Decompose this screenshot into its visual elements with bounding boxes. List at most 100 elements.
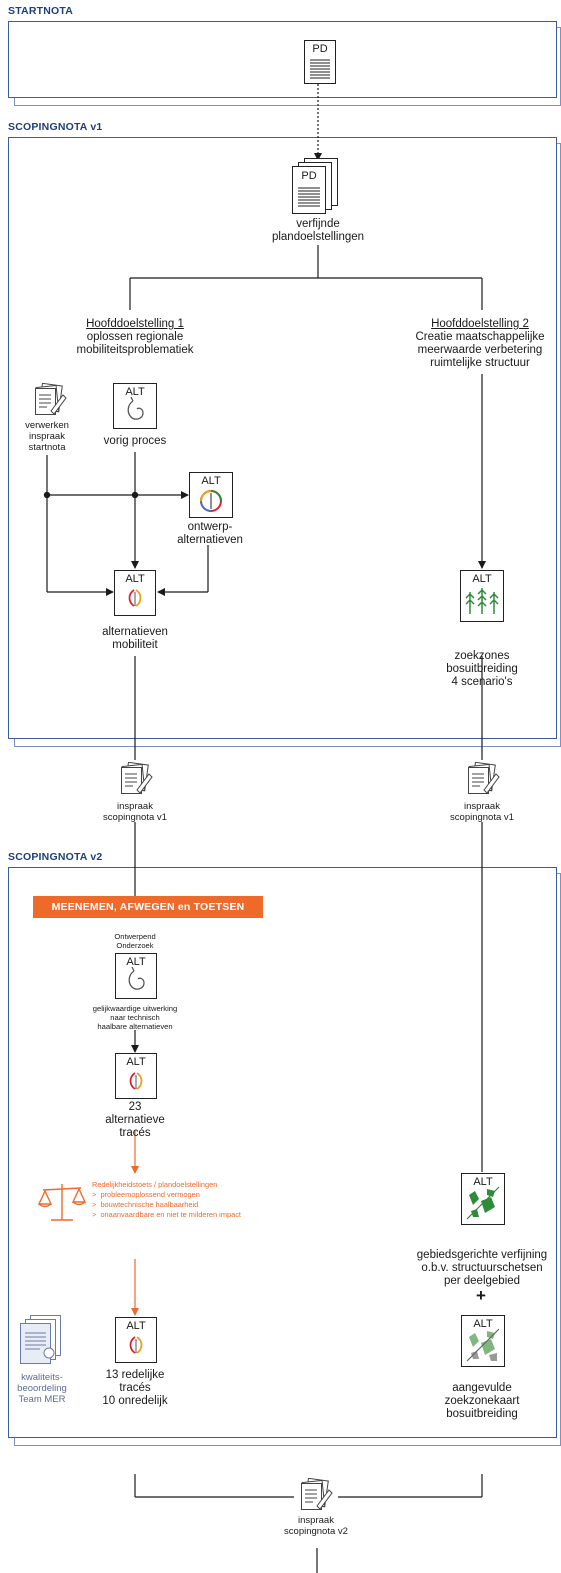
alt-card-mobility: ALT <box>114 570 156 616</box>
frame-startnota <box>8 21 557 98</box>
research-line2: Onderzoek <box>116 941 154 950</box>
notes-icon-consult-v2 <box>299 1477 333 1512</box>
edit-notes-icon <box>121 761 153 794</box>
consult-v1-left-line2: scopingnota v1 <box>103 812 167 823</box>
input-startnota-line2: inspraak <box>29 431 65 442</box>
area-refinement-line1: gebiedsgerichte verfijning <box>416 1249 548 1261</box>
alt-label-routes: ALT <box>126 1056 146 1068</box>
consult-v2-line1: inspraak <box>298 1515 334 1526</box>
zone-map-line2: zoekzonekaart <box>444 1395 520 1407</box>
reasonableness-title: Redelijkheidstoets / plandoelstellingen <box>92 1180 218 1189</box>
edit-notes-icon <box>35 382 67 415</box>
document-stack-icon-pd: PD <box>290 158 346 216</box>
goal2-line2: meerwaarde verbetering <box>417 344 543 356</box>
alt-card-routes: ALT <box>115 1053 157 1099</box>
notes-icon-consult-left <box>119 761 153 796</box>
scale-icon <box>37 1178 87 1228</box>
alt-result-icon <box>115 1317 157 1363</box>
alt-card-result: ALT <box>115 1317 157 1363</box>
consult-v1-left-line1: inspraak <box>117 801 153 812</box>
alt-label-search-zones: ALT <box>472 573 492 585</box>
research-line1: Ontwerpend <box>114 932 156 941</box>
plan-goals-line1: verfijnde <box>296 218 340 230</box>
mobility-alternatives-line2: mobiliteit <box>112 639 158 651</box>
balance-scale-icon <box>37 1184 87 1221</box>
search-zones-line2: bosuitbreiding <box>446 663 518 675</box>
goal1-line2: mobiliteitsproblematiek <box>76 344 194 356</box>
reasonableness-item-3-row: > onaanvaardbare en niet te milderen imp… <box>92 1210 241 1219</box>
notes-icon-consult-right <box>466 761 500 796</box>
alt-label-zone-map: ALT <box>473 1318 493 1330</box>
quality-review-line3: Team MER <box>18 1394 66 1405</box>
quality-review-line1: kwaliteits- <box>21 1372 63 1383</box>
elaboration-line1: gelijkwaardige uitwerking <box>92 1004 178 1013</box>
reasonableness-item-1: probleemoplossend vermogen <box>100 1190 200 1199</box>
consult-v2-line2: scopingnota v2 <box>284 1526 348 1537</box>
plan-goals-line2: plandoelstellingen <box>271 231 365 243</box>
goal2-line3: ruimtelijke structuur <box>430 357 530 369</box>
edit-notes-icon <box>301 1477 333 1510</box>
quality-review-icon <box>18 1315 64 1367</box>
alt-box-icon <box>113 383 157 429</box>
pd-label: PD <box>312 43 328 55</box>
reasonableness-item-3: onaanvaardbare en niet te milderen impac… <box>100 1210 241 1219</box>
alt-label-mobility: ALT <box>125 573 145 585</box>
reasonableness-item-1-row: > probleemoplossend vermogen <box>92 1190 200 1199</box>
result-routes-line3: 10 onredelijk <box>102 1395 168 1407</box>
consult-v1-right-line1: inspraak <box>464 801 500 812</box>
search-zones-line1: zoekzones <box>454 650 510 662</box>
zone-map-line3: bosuitbreiding <box>446 1408 518 1420</box>
alt-design-icon <box>189 472 233 518</box>
alt-routes-icon <box>115 1053 157 1099</box>
alt-label-result: ALT <box>126 1320 146 1332</box>
section-title-scopingnota-v1: SCOPINGNOTA v1 <box>8 121 103 133</box>
alt-card-previous-process: ALT <box>113 383 157 429</box>
alt-label-design: ALT <box>201 475 221 487</box>
mobility-alternatives-line1: alternatieven <box>102 626 168 638</box>
alt-card-search-zones: ALT <box>460 570 504 622</box>
alt-mobility-icon <box>114 570 156 616</box>
quality-review-line2: beoordeling <box>17 1383 67 1394</box>
search-zones-line3: 4 scenario's <box>451 676 513 688</box>
pd-document-icon <box>304 40 336 84</box>
document-icon-pd: PD <box>304 40 336 84</box>
alt-card-zone-map: ALT <box>461 1315 505 1367</box>
input-startnota-line1: verwerken <box>25 420 69 431</box>
elaboration-line2: naar technisch <box>110 1013 160 1022</box>
reasonableness-item-2: bouwtechnische haalbaarheid <box>100 1200 199 1209</box>
alt-map-icon <box>461 1173 505 1225</box>
design-alternatives-line1: ontwerp- <box>187 521 233 533</box>
alt-label-area-refinement: ALT <box>473 1176 493 1188</box>
document-stack-icon <box>20 1315 61 1364</box>
area-refinement-line2: o.b.v. structuurschetsen <box>421 1262 543 1274</box>
section-title-startnota: STARTNOTA <box>8 5 73 17</box>
pd-stack-label: PD <box>301 170 317 182</box>
goal1-heading: Hoofddoelstelling 1 <box>86 318 184 330</box>
consult-v1-right-line2: scopingnota v1 <box>450 812 514 823</box>
alt-routes-line3: tracés <box>119 1127 151 1139</box>
alt-card-area-refinement: ALT <box>461 1173 505 1225</box>
area-refinement-line3: per deelgebied <box>443 1275 521 1287</box>
input-startnota-line3: startnota <box>28 442 66 453</box>
frame-scoping-v1 <box>8 137 557 739</box>
edit-notes-icon <box>468 761 500 794</box>
alt-label-elaboration: ALT <box>126 956 146 968</box>
section-title-scopingnota-v2: SCOPINGNOTA v2 <box>8 851 103 863</box>
alt-zone-map-icon <box>461 1315 505 1367</box>
design-alternatives-line2: alternatieven <box>177 534 243 546</box>
plus-sign: + <box>476 1286 486 1305</box>
alt-forest-icon <box>460 570 504 622</box>
result-routes-line1: 13 redelijke <box>105 1369 165 1381</box>
previous-process-label: vorig proces <box>103 435 167 447</box>
goal2-line1: Creatie maatschappelijke <box>415 331 545 343</box>
alt-routes-line2: alternatieve <box>105 1114 165 1126</box>
goal1-line1: oplossen regionale <box>86 331 184 343</box>
goal2-heading: Hoofddoelstelling 2 <box>431 318 529 330</box>
alt-card-design: ALT <box>189 472 233 518</box>
zone-map-line1: aangevulde <box>452 1382 512 1394</box>
elaboration-line3: haalbare alternatieven <box>97 1022 173 1031</box>
result-routes-line2: tracés <box>119 1382 151 1394</box>
banner-meenemen: MEENEMEN, AFWEGEN en TOETSEN <box>33 896 263 918</box>
